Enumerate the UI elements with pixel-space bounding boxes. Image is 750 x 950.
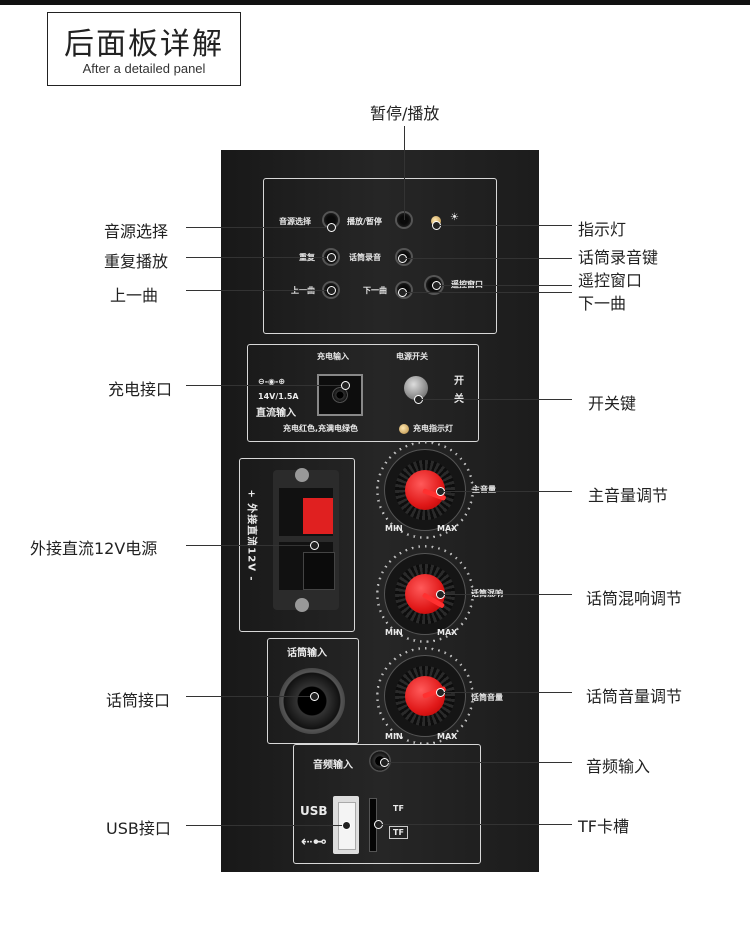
charge-port-dot bbox=[341, 381, 350, 390]
control-frame bbox=[263, 178, 497, 334]
power-switch-text: 电源开关 bbox=[396, 352, 428, 361]
reverb-min-text: MIN bbox=[385, 628, 403, 637]
next-leader bbox=[406, 292, 572, 293]
charge-led-text: 充电指示灯 bbox=[413, 424, 453, 433]
mic-vol-text: 话筒音量 bbox=[471, 693, 503, 702]
polarity-icon: ⊖-◉-⊕ bbox=[258, 377, 286, 386]
play-pause-leader bbox=[404, 126, 405, 220]
master-min-text: MIN bbox=[385, 524, 403, 533]
usb-icon: ⇠⊷ bbox=[301, 834, 327, 850]
callout-mic-vol: 话筒音量调节 bbox=[586, 687, 683, 706]
callout-tf: TF卡槽 bbox=[578, 817, 629, 836]
rear-panel: 音源选择 播放/暂停 重复 话筒录音 上一曲 下一曲 遥控窗口 ☀ 充电输入 电… bbox=[221, 150, 539, 872]
master-max-text: MAX bbox=[437, 524, 458, 533]
play-pause-text: 播放/暂停 bbox=[347, 217, 382, 226]
charge-port-leader bbox=[186, 385, 346, 386]
ext-dc-dot bbox=[310, 541, 319, 550]
charge-port bbox=[317, 374, 363, 416]
master-volume-knob[interactable] bbox=[376, 441, 474, 539]
callout-indicator: 指示灯 bbox=[578, 220, 627, 239]
source-select-dot bbox=[327, 223, 336, 232]
mic-record-leader bbox=[406, 258, 572, 259]
remote-leader bbox=[440, 285, 572, 286]
callout-mic-record: 话筒录音键 bbox=[578, 248, 659, 267]
audio-in-leader bbox=[388, 762, 572, 763]
callout-prev-track: 上一曲 bbox=[110, 286, 159, 305]
mic-jack[interactable] bbox=[279, 668, 345, 734]
source-select-leader bbox=[186, 227, 331, 228]
tf-text: TF bbox=[393, 804, 404, 813]
mic-reverb-leader bbox=[444, 594, 572, 595]
mic-reverb-text: 话筒混响 bbox=[471, 588, 503, 599]
audio-in-text: 音频输入 bbox=[313, 760, 353, 771]
mic-volume-knob[interactable] bbox=[376, 647, 474, 745]
page-title: 后面板详解 bbox=[64, 27, 224, 62]
callout-master-vol: 主音量调节 bbox=[588, 486, 669, 505]
power-frame bbox=[247, 344, 479, 442]
mic-vol-leader bbox=[444, 692, 572, 693]
charge-led bbox=[399, 424, 409, 434]
callout-charge-port: 充电接口 bbox=[108, 380, 173, 399]
mic-in-text: 话筒输入 bbox=[287, 648, 327, 659]
spec-text: 14V/1.5A bbox=[258, 392, 299, 401]
master-vol-leader bbox=[444, 491, 572, 492]
mic-record-text: 话筒录音 bbox=[349, 253, 381, 262]
ext-dc-leader bbox=[186, 545, 314, 546]
charge-note-text: 充电红色,充满电绿色 bbox=[283, 424, 359, 433]
ext-dc-text: + 外接直流12V - bbox=[245, 489, 257, 582]
callout-next: 下一曲 bbox=[578, 294, 627, 313]
callout-source-select: 音源选择 bbox=[104, 222, 169, 241]
next-text: 下一曲 bbox=[363, 286, 387, 295]
on-text: 开 bbox=[454, 376, 464, 387]
callout-mic-port: 话筒接口 bbox=[106, 691, 171, 710]
callout-ext-dc: 外接直流12V电源 bbox=[30, 539, 158, 558]
callout-audio-in: 音频输入 bbox=[586, 757, 651, 776]
callout-remote: 遥控窗口 bbox=[578, 271, 643, 290]
micvol-max-text: MAX bbox=[437, 732, 458, 741]
remote-text: 遥控窗口 bbox=[451, 279, 483, 290]
callout-switch: 开关键 bbox=[588, 394, 637, 413]
repeat-dot bbox=[327, 253, 336, 262]
callout-play-pause: 暂停/播放 bbox=[370, 104, 440, 123]
io-frame bbox=[293, 744, 481, 864]
prev-leader bbox=[186, 290, 331, 291]
off-text: 关 bbox=[454, 390, 464, 405]
source-select-text: 音源选择 bbox=[279, 217, 311, 226]
micvol-min-text: MIN bbox=[385, 732, 403, 741]
tf-leader bbox=[382, 824, 572, 825]
callout-usb-port: USB接口 bbox=[106, 819, 171, 838]
mic-port-dot bbox=[310, 692, 319, 701]
charge-in-text: 充电输入 bbox=[317, 352, 349, 361]
callout-mic-reverb: 话筒混响调节 bbox=[586, 589, 683, 608]
usb-dot bbox=[342, 821, 351, 830]
title-box: 后面板详解 After a detailed panel bbox=[47, 12, 241, 86]
mic-port-leader bbox=[186, 696, 314, 697]
dc-in-text: 直流输入 bbox=[256, 408, 296, 419]
indicator-leader bbox=[440, 225, 572, 226]
page-subtitle: After a detailed panel bbox=[82, 61, 206, 76]
play-pause-button[interactable] bbox=[397, 213, 411, 227]
master-vol-text: 主音量 bbox=[472, 485, 496, 494]
repeat-leader bbox=[186, 257, 331, 258]
prev-dot bbox=[327, 286, 336, 295]
tf-card-icon: TF bbox=[389, 826, 408, 839]
usb-leader bbox=[186, 825, 346, 826]
switch-leader bbox=[422, 399, 572, 400]
top-bar bbox=[0, 0, 750, 5]
reverb-max-text: MAX bbox=[437, 628, 458, 637]
usb-text: USB bbox=[300, 804, 328, 818]
callout-repeat-play: 重复播放 bbox=[104, 252, 169, 271]
spring-terminal bbox=[273, 468, 339, 612]
mic-in-frame bbox=[267, 638, 359, 744]
sun-icon: ☀ bbox=[450, 212, 459, 223]
